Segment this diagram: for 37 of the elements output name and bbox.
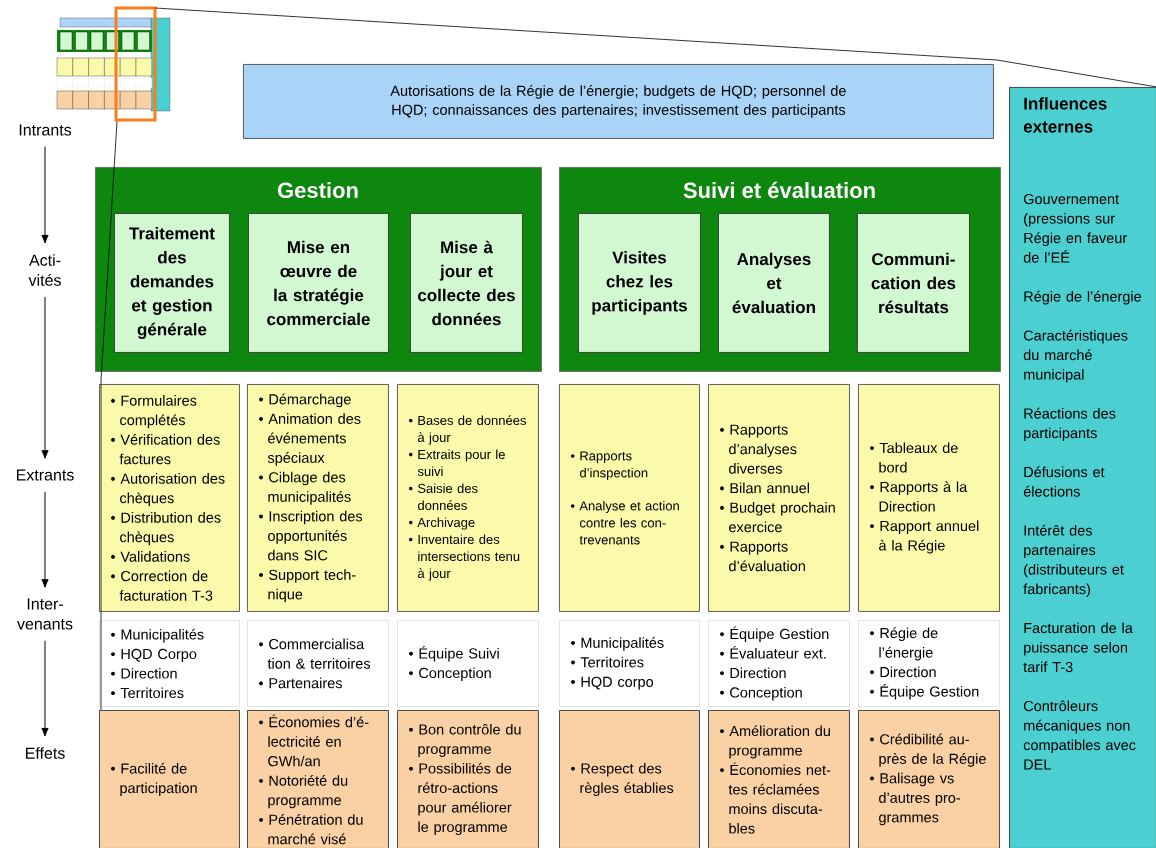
output-box: • Rapports d’inspection • Analyse et action contre les con- trevenants bbox=[559, 384, 700, 612]
activity-box: Mise en œuvre de la stratégie commerciale bbox=[248, 213, 389, 353]
stakeholder-box: • Équipe Suivi • Conception bbox=[397, 620, 539, 707]
activity-box: Traitement des demandes et gestion générale bbox=[114, 213, 230, 353]
effect-box: • Bon contrôle du programme • Possibilités de rétro-actions pour améliorer le programme bbox=[397, 710, 539, 848]
effect-box: • Crédibilité au- près de la Régie • Balisage vs d’autres pro- grammes bbox=[858, 710, 1000, 848]
activity-box: Visites chez les participants bbox=[578, 213, 701, 353]
output-box: • Rapports d’analyses diverses • Bilan annuel • Budget prochain exercice • Rapports d’évaluation bbox=[708, 384, 850, 612]
stakeholder-box: • Équipe Gestion • Évaluateur ext. • Direction • Conception bbox=[708, 620, 850, 707]
arrow bbox=[41, 146, 49, 244]
input-box: Autorisations de la Régie de l’énergie; budgets de HQD; personnel de HQD; connaissances des partenaires; investissement des participants bbox=[243, 64, 994, 139]
influences-panel: Influences externes Gouvernement (pressions sur Régie en faveur de l’EÉ Régie de l’énergie Caractéristiques du marché municipal Réactions des participants Défusions et élections Intérêt des partenaires (distributeurs et fabricants) Facturation de la puissance selon tarif T-3 Contrôleurs mécaniques non compatibles avec DEL bbox=[1009, 87, 1156, 848]
stakeholder-box: • Commercialisa tion & territoires • Partenaires bbox=[247, 620, 389, 707]
effect-box: • Amélioration du programme • Économies net- tes réclamées moins discuta- bles bbox=[708, 710, 850, 848]
output-box: • Formulaires complétés • Vérification des factures • Autorisation des chèques • Distribution des chèques • Validations • Correction de facturation T-3 bbox=[99, 384, 240, 612]
output-box: • Tableaux de bord • Rapports à la Direction • Rapport annuel à la Régie bbox=[858, 384, 1000, 612]
effect-box: • Facilité de participation bbox=[99, 710, 240, 848]
stakeholder-box: • Régie de l’énergie • Direction • Équipe Gestion bbox=[858, 620, 1000, 707]
zoom-line bbox=[100, 121, 118, 711]
row-label: Inter- venants bbox=[17, 598, 73, 630]
row-label: Intrants bbox=[19, 124, 72, 136]
activity-box: Communi- cation des résultats bbox=[857, 213, 970, 353]
output-box: • Démarchage • Animation des événements spéciaux • Ciblage des municipalités • Inscription des opportunités dans SIC • Support tech- nique bbox=[247, 384, 389, 612]
row-label: Acti- vités bbox=[28, 254, 61, 286]
stakeholder-box: • Municipalités • HQD Corpo • Direction • Territoires bbox=[99, 620, 240, 707]
arrow bbox=[41, 296, 49, 459]
arrow bbox=[41, 640, 49, 737]
effect-box: • Respect des règles établies bbox=[559, 710, 700, 848]
stakeholder-box: • Municipalités • Territoires • HQD corpo bbox=[559, 620, 700, 707]
row-label: Extrants bbox=[17, 469, 74, 481]
activity-box: Analyses et évaluation bbox=[718, 213, 830, 353]
thumbnail-drawing bbox=[56, 6, 171, 122]
row-label: Effets bbox=[26, 747, 65, 759]
activity-box: Mise à jour et collecte des données bbox=[410, 213, 523, 353]
effect-box: • Économies d’é- lectricité en GWh/an • Notoriété du programme • Pénétration du marché visé bbox=[247, 710, 389, 848]
arrow bbox=[41, 491, 49, 588]
output-box: • Bases de données à jour • Extraits pour le suivi • Saisie des données • Archivage • Inventaire des intersections tenu à jour bbox=[397, 384, 539, 612]
